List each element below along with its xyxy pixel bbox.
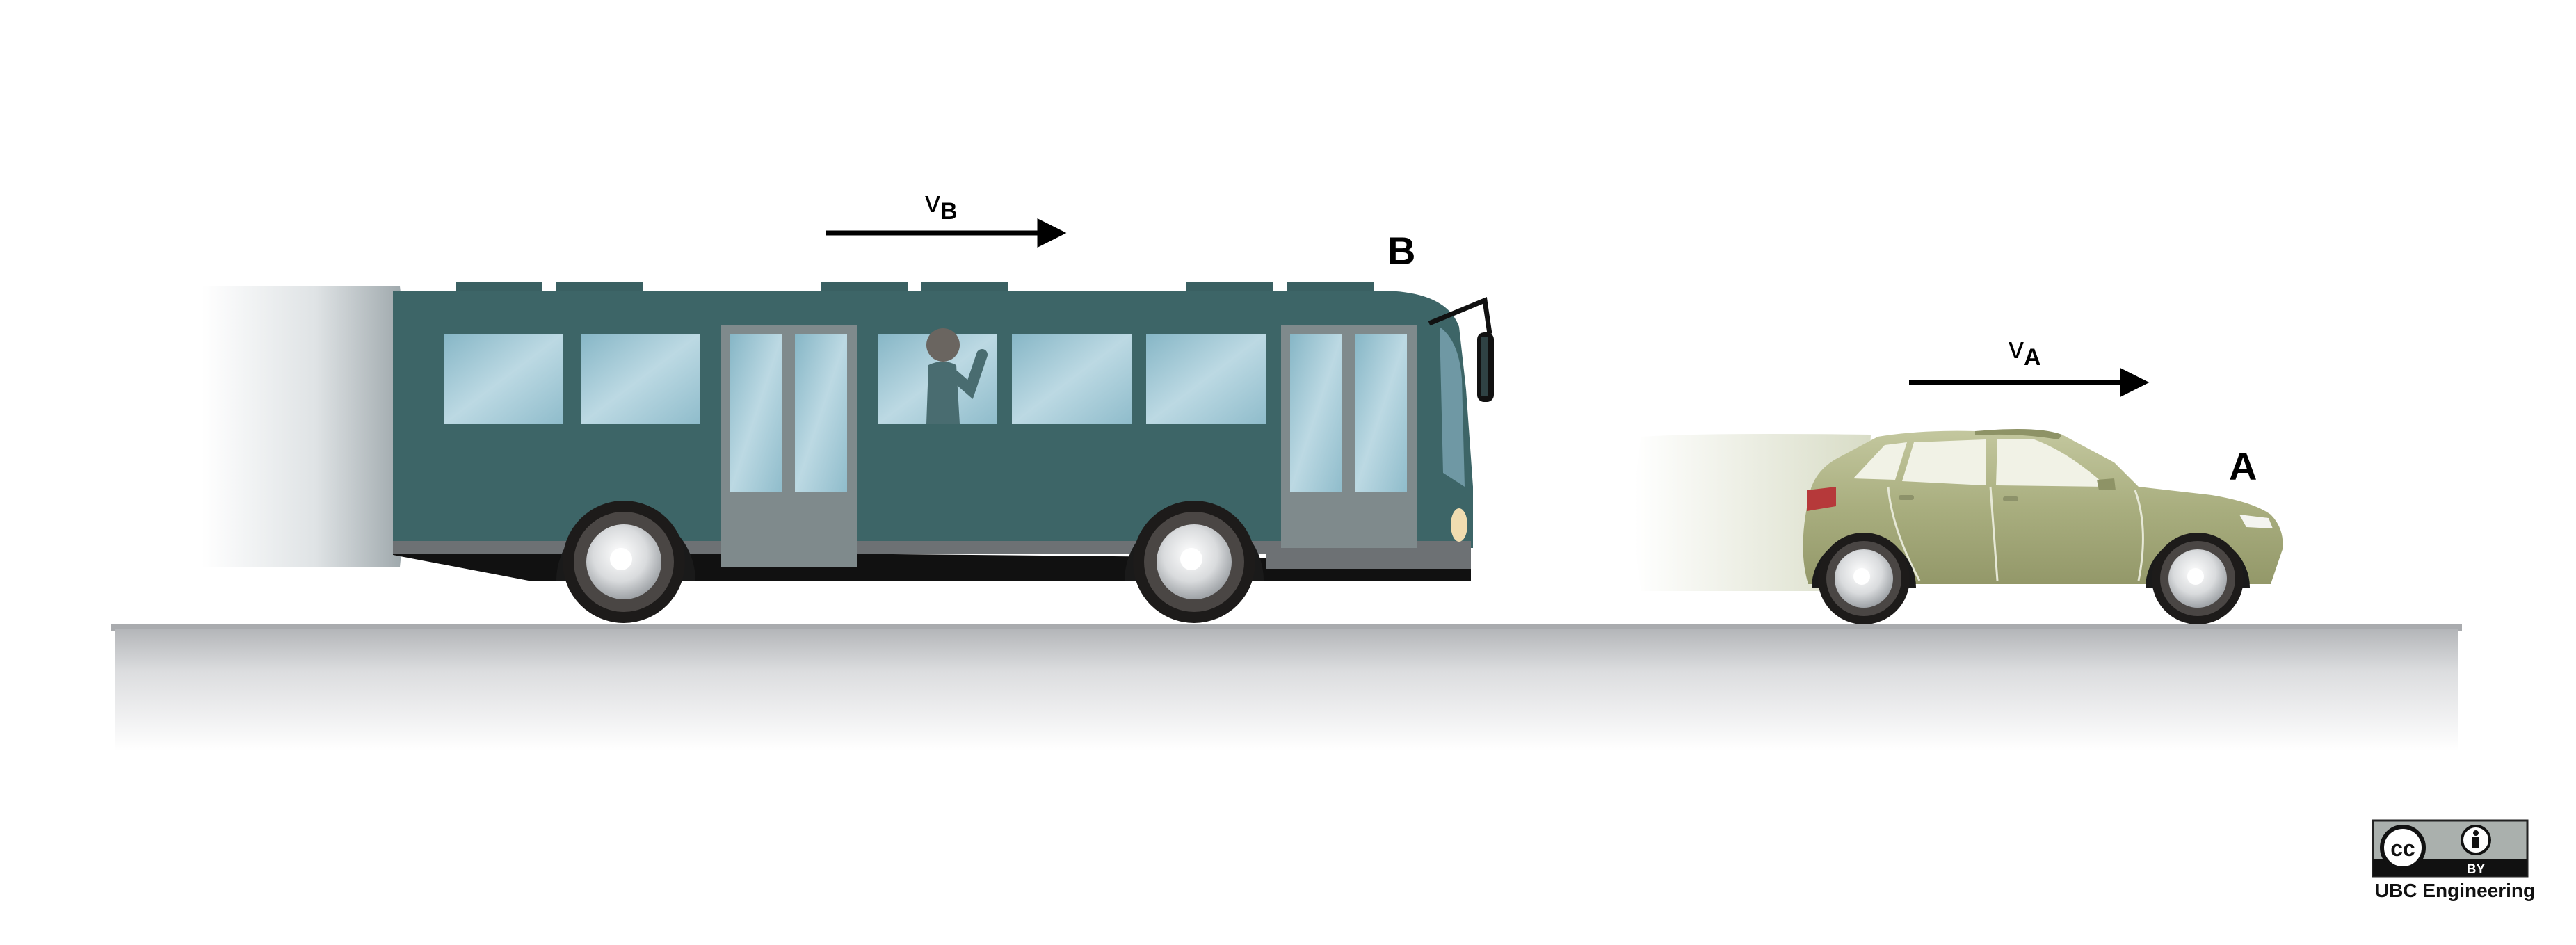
cc-text: cc	[2390, 836, 2415, 861]
car-label: A	[2229, 444, 2257, 488]
cc-icon	[2380, 825, 2426, 871]
credit-text: UBC Engineering	[2374, 880, 2536, 901]
car-wheel-front	[2146, 533, 2250, 624]
bus-motion-blur	[202, 286, 409, 567]
car-velocity-vector: vA	[1909, 331, 2150, 397]
cc-by-license-badge: cc BY	[2372, 819, 2529, 878]
bus-velocity-vector: vB	[826, 185, 1067, 248]
bus-wheel-front	[1125, 501, 1264, 623]
bus-velocity-label: vB	[925, 185, 958, 225]
attribution-person-icon	[2461, 825, 2491, 855]
car-tail-light	[1807, 487, 1836, 511]
bus-label: B	[1387, 229, 1415, 273]
car-window-rear	[1853, 442, 1907, 480]
road	[111, 624, 2462, 751]
bus-windows	[444, 334, 1266, 424]
by-text: BY	[2467, 862, 2486, 877]
car-window-mid	[1902, 439, 1986, 485]
car-headlight	[2239, 515, 2273, 528]
car	[1803, 428, 2283, 624]
car-window-front	[1996, 439, 2107, 487]
bus-windshield	[1440, 327, 1465, 487]
bus	[393, 282, 1494, 623]
bus-door-front	[1281, 325, 1417, 548]
bus-roof-vents	[456, 282, 1374, 291]
bus-wheel-rear	[556, 501, 695, 623]
bus-door-rear	[721, 325, 857, 567]
car-velocity-label: vA	[2009, 331, 2041, 371]
passenger-figure	[926, 328, 988, 424]
car-wheel-rear	[1812, 533, 1916, 624]
